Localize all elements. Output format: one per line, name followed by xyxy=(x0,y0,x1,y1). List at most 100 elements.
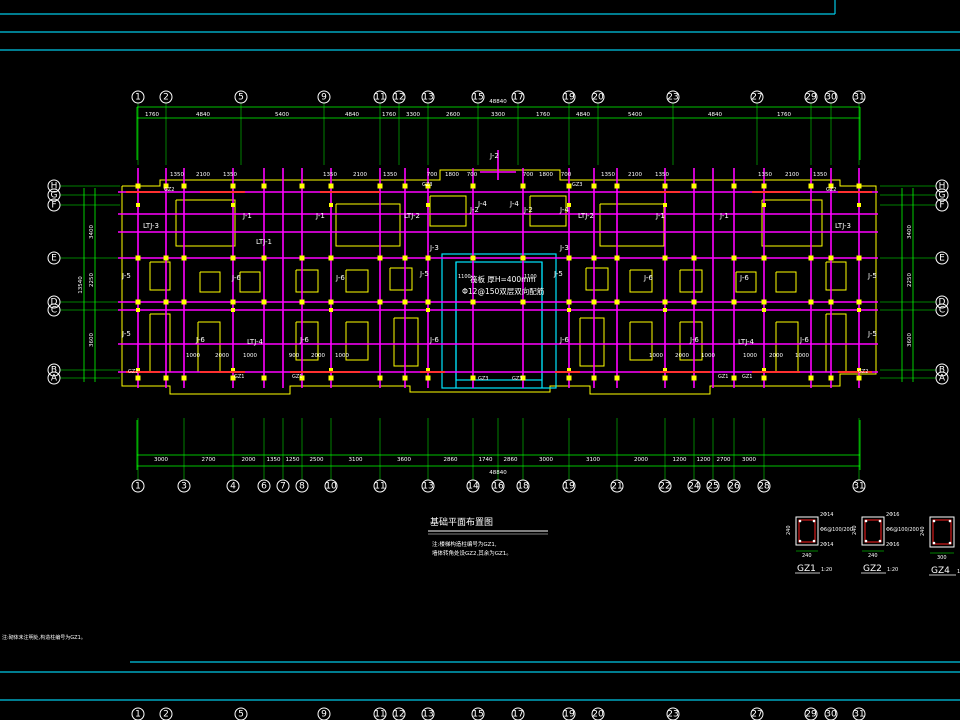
svg-text:H: H xyxy=(939,182,946,192)
column xyxy=(520,183,526,189)
gz-bottom-bar: 2Φ14 xyxy=(820,542,833,548)
label-j-6: J-6 xyxy=(299,336,309,344)
svg-text:24: 24 xyxy=(688,482,700,492)
dim-bottom-17: 3000 xyxy=(742,457,756,463)
column xyxy=(402,183,408,189)
axis-bubble-20: 20 xyxy=(591,90,605,104)
column xyxy=(762,308,766,312)
svg-text:3: 3 xyxy=(181,482,187,492)
dim-inner-1: 2100 xyxy=(196,172,210,178)
axis-bubble-15: 15 xyxy=(471,90,485,104)
gz-scale: 1:20 xyxy=(887,567,898,573)
dim-inner-9: 700 xyxy=(523,172,534,178)
axis-bubble-23: 23 xyxy=(666,90,680,104)
column xyxy=(663,308,667,312)
dim-bottom-2: 2000 xyxy=(242,457,256,463)
title-note-1: 注:楼梯构造柱编号为GZ1, xyxy=(432,540,497,548)
column xyxy=(691,183,697,189)
label-j-5: J-5 xyxy=(121,272,131,280)
svg-text:9: 9 xyxy=(321,710,327,720)
axis-bubble-E: E xyxy=(935,251,949,265)
axis-bubble-C: C xyxy=(935,303,949,317)
dim-bottom-7: 3600 xyxy=(397,457,411,463)
axis-bubble-31: 31 xyxy=(852,707,866,720)
label-j-6: J-6 xyxy=(559,336,569,344)
dim-inner-small-3: 900 xyxy=(289,353,300,359)
svg-text:26: 26 xyxy=(728,482,740,492)
dim-inner-small-10: 2000 xyxy=(769,353,783,359)
gz-top-bar: 2Φ14 xyxy=(820,512,833,518)
svg-text:21: 21 xyxy=(611,482,622,492)
svg-text:27: 27 xyxy=(751,710,762,720)
label-j-5: J-5 xyxy=(419,270,429,278)
dim-top-12: 1760 xyxy=(777,112,791,118)
column xyxy=(163,255,169,261)
axis-bubble-B: B xyxy=(935,363,949,377)
column xyxy=(230,183,236,189)
svg-text:15: 15 xyxy=(472,710,483,720)
dim-inner-0: 1350 xyxy=(170,172,184,178)
column xyxy=(470,183,476,189)
axis-bubble-A: A xyxy=(47,371,61,385)
axis-bubble-30: 30 xyxy=(824,90,838,104)
gz-name: GZ4 xyxy=(931,566,950,576)
axis-bubble-13: 13 xyxy=(421,90,435,104)
axis-bubble-C: C xyxy=(47,303,61,317)
column xyxy=(329,203,333,207)
axis-bubble-5: 5 xyxy=(234,90,248,104)
axis-bubble-13: 13 xyxy=(421,479,435,493)
dim-bottom-8: 2860 xyxy=(444,457,458,463)
svg-text:1: 1 xyxy=(135,93,141,103)
svg-text:12: 12 xyxy=(393,710,404,720)
column xyxy=(856,183,862,189)
axis-bubble-H: H xyxy=(935,179,949,193)
dim-inner-small-5: 1000 xyxy=(335,353,349,359)
gz-width: 300 xyxy=(937,555,947,561)
label-j-6: J-6 xyxy=(799,336,809,344)
axis-bubble-24: 24 xyxy=(687,479,701,493)
column xyxy=(261,375,267,381)
column xyxy=(136,308,140,312)
column xyxy=(181,255,187,261)
dim-right-2: 3600 xyxy=(907,333,913,347)
plan-label-gz2: GZ2 xyxy=(164,187,174,193)
dim-left-0: 3400 xyxy=(89,225,95,239)
column xyxy=(163,375,169,381)
svg-text:17: 17 xyxy=(512,93,523,103)
column xyxy=(261,183,267,189)
axis-bubble-29: 29 xyxy=(804,707,818,720)
gz-name: GZ1 xyxy=(797,564,816,574)
svg-text:23: 23 xyxy=(667,93,678,103)
gz-height: 240 xyxy=(786,525,792,535)
column xyxy=(181,183,187,189)
column xyxy=(762,203,766,207)
dim-inner-small-6: 1000 xyxy=(649,353,663,359)
column xyxy=(828,255,834,261)
gz-stirrup: Φ6@100/200 xyxy=(820,527,853,533)
column xyxy=(230,375,236,381)
svg-text:C: C xyxy=(939,306,945,316)
plan-label-gz1: GZ1 xyxy=(234,374,244,380)
axis-bubble-H: H xyxy=(47,179,61,193)
dim-top-10: 5400 xyxy=(628,112,642,118)
red-rebar-marks xyxy=(126,191,872,373)
axis-bubble-23: 23 xyxy=(666,707,680,720)
column xyxy=(299,375,305,381)
column xyxy=(136,203,140,207)
dim-bottom-5: 2500 xyxy=(310,457,324,463)
svg-text:19: 19 xyxy=(563,93,575,103)
svg-text:15: 15 xyxy=(472,93,483,103)
column xyxy=(425,299,431,305)
svg-text:30: 30 xyxy=(825,93,837,103)
axis-bubble-2: 2 xyxy=(159,707,173,720)
axis-bubble-12: 12 xyxy=(392,90,406,104)
core-raft-outline xyxy=(441,253,557,389)
label-j-1: J-1 xyxy=(242,212,252,220)
svg-text:D: D xyxy=(51,298,58,308)
axis-bubble-3: 3 xyxy=(177,479,191,493)
plan-label-gz3: GZ3 xyxy=(512,376,522,382)
